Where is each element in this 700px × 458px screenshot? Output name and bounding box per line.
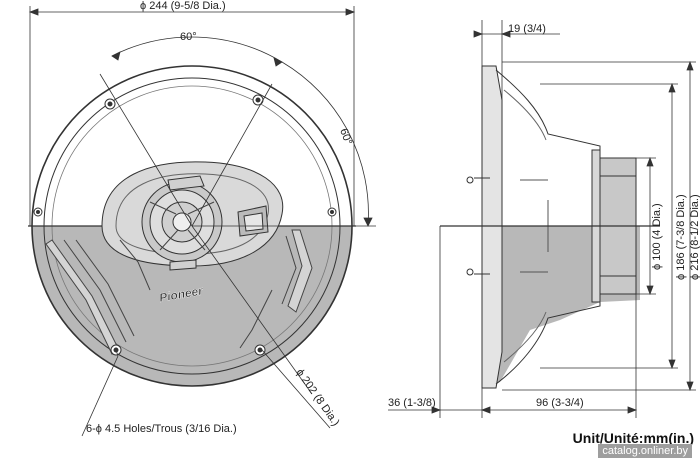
angle-lines: [99, 36, 376, 395]
angle-right-label: 60°: [337, 127, 354, 147]
front-view: Pioneer: [28, 6, 376, 437]
flange-depth-label: 19 (3/4): [508, 23, 546, 35]
grille-left: [45, 239, 151, 355]
side-view: [440, 65, 660, 389]
oval-cone: [101, 161, 284, 271]
grille-right: [239, 229, 313, 349]
magnet-diameter-label: ϕ 100 (4 Dia.): [651, 203, 663, 270]
tweeter: [172, 212, 192, 232]
flange: [481, 65, 503, 389]
unit-label: Unit/Unité:mm(in.): [572, 430, 694, 446]
side-dimensions: [388, 20, 696, 418]
holes-label: 6-ϕ 4.5 Holes/Trous (3/16 Dia.): [86, 423, 237, 435]
angle-top-label: 60°: [180, 31, 197, 43]
outer-diameter-label: ϕ 244 (9-5/8 Dia.): [140, 0, 226, 12]
front-depth-label: 36 (1-3/8): [388, 397, 436, 409]
hole-circle-label: ϕ 202 (8 Dia.): [294, 367, 342, 429]
cutout-diameter-label: ϕ 216 (8-1/2 Dia.): [689, 194, 700, 280]
watermark: catalog.onliner.by: [598, 444, 692, 458]
holes-leader: [81, 349, 119, 437]
basket-diameter-label: ϕ 186 (7-3/8 Dia.): [675, 194, 687, 280]
rear-depth-label: 96 (3-3/4): [536, 397, 584, 409]
outer-diameter-dimension: [28, 6, 356, 226]
